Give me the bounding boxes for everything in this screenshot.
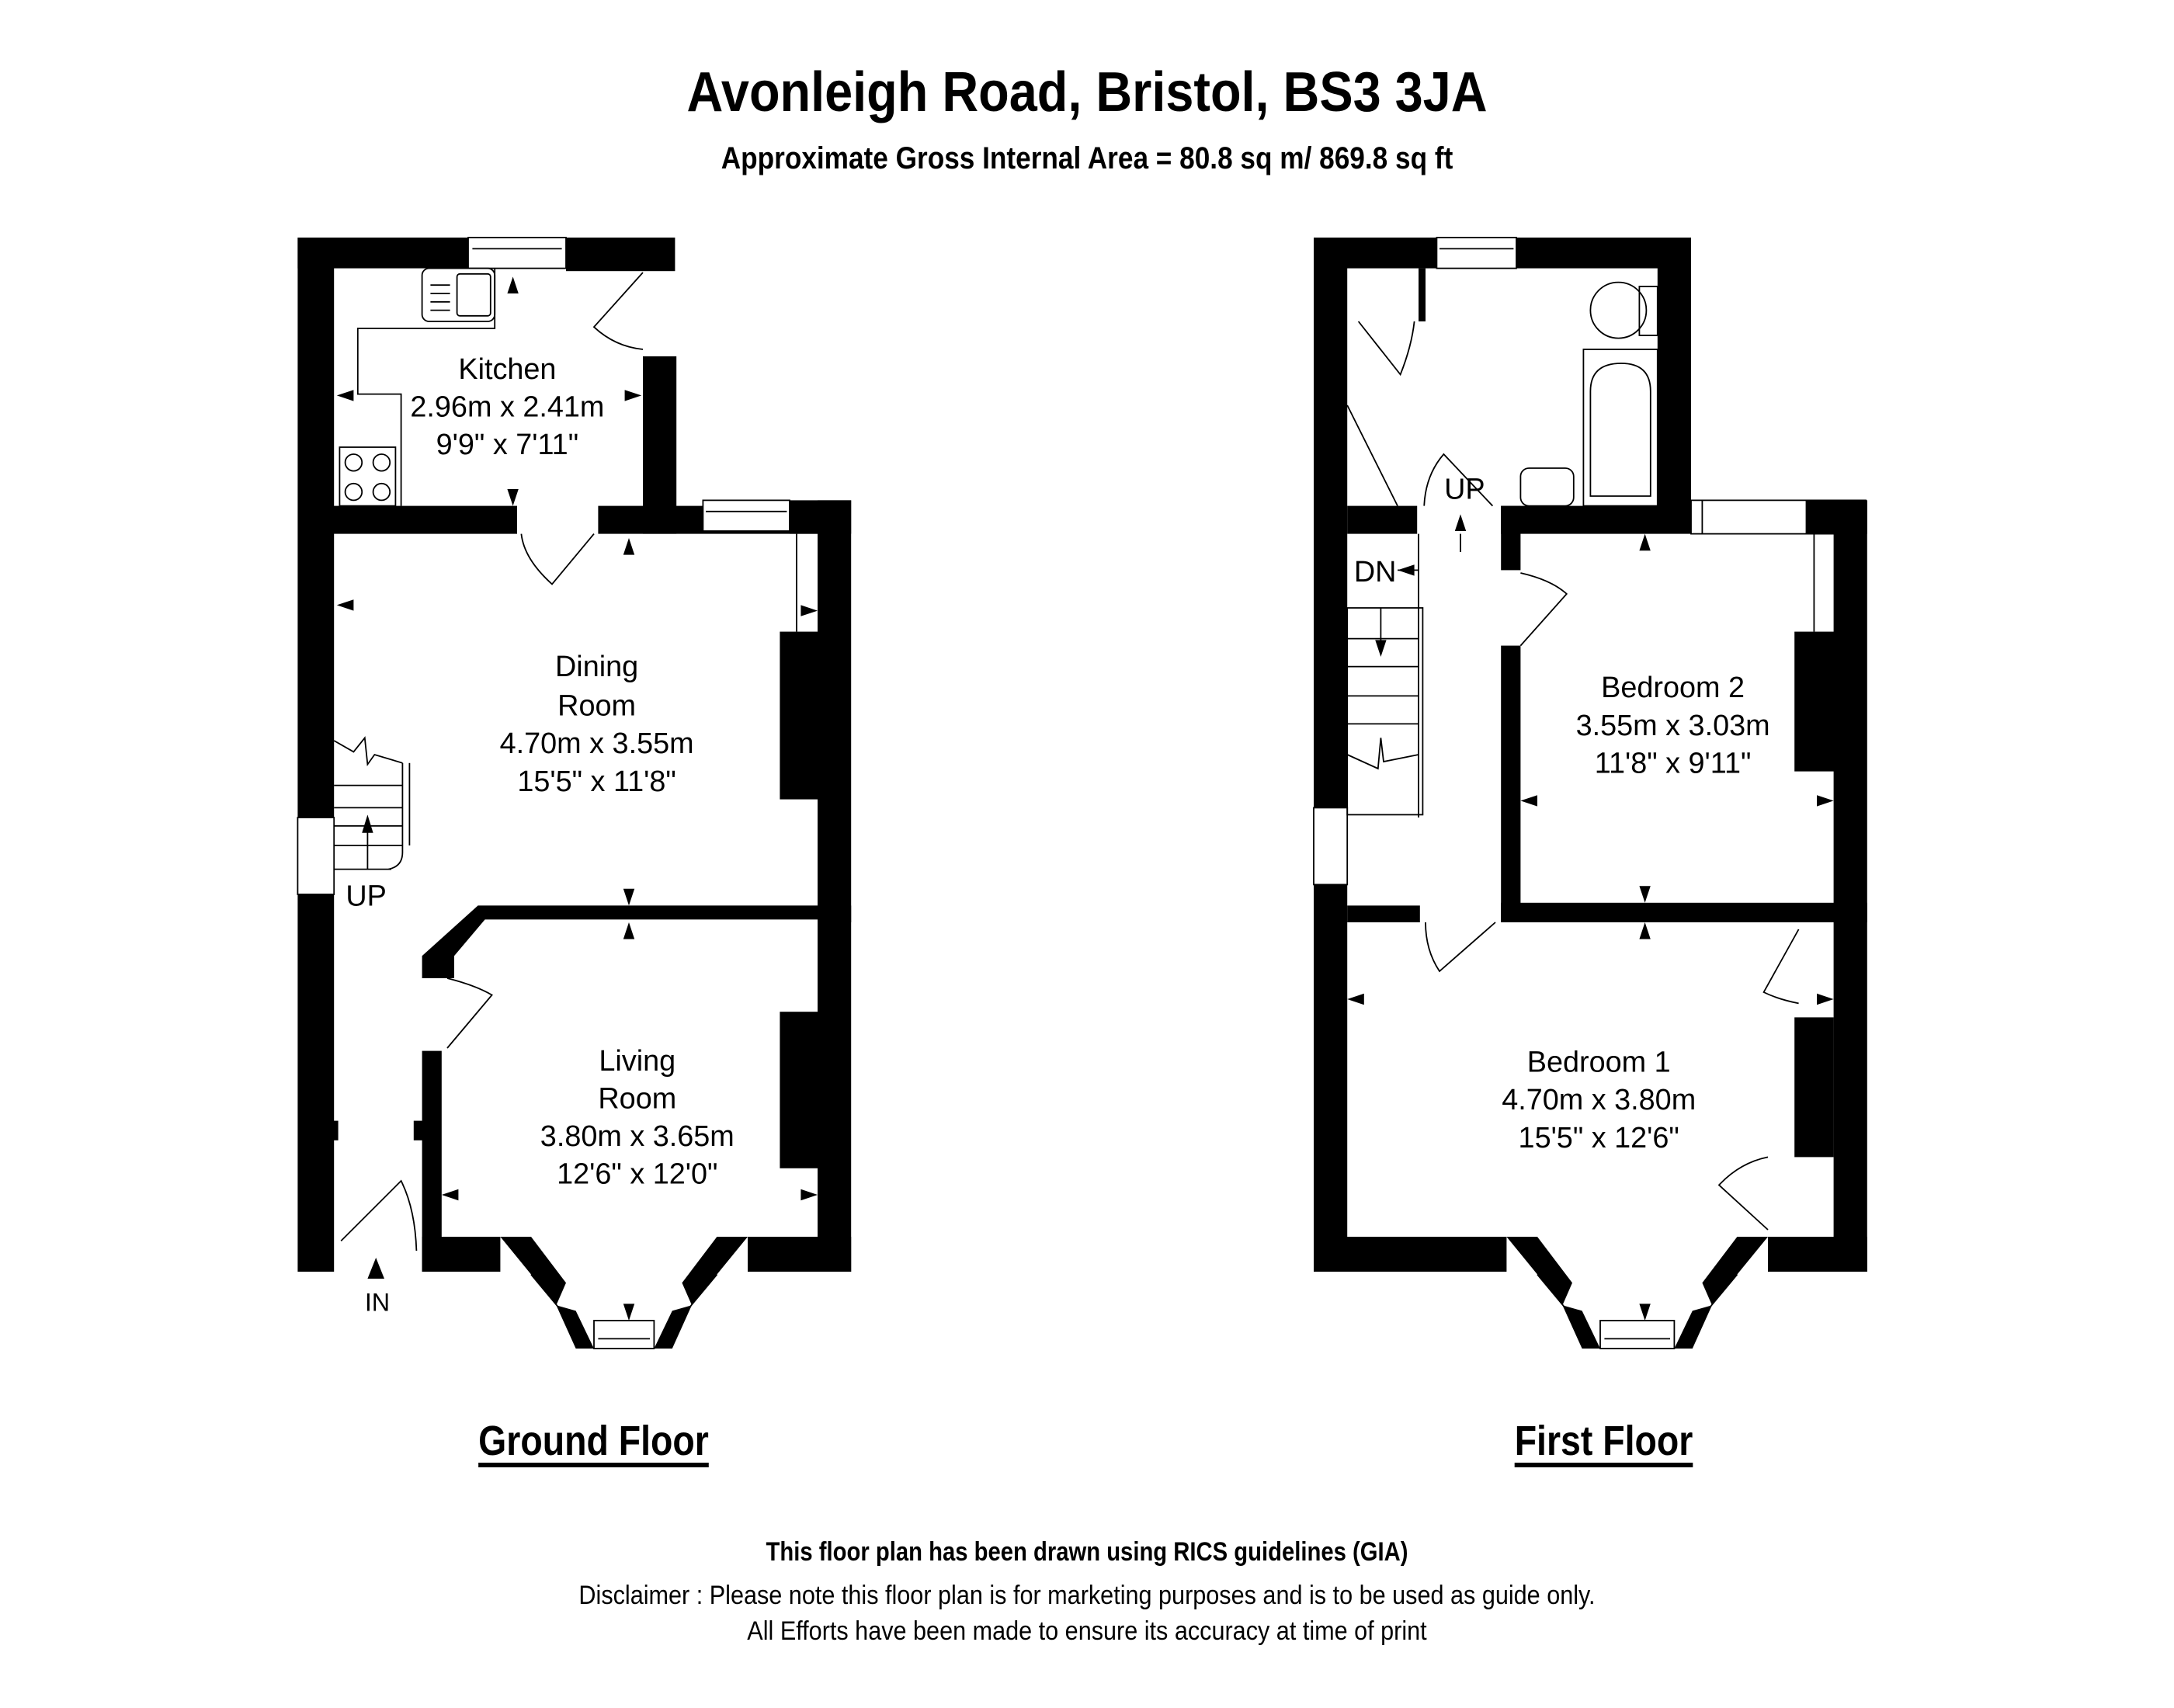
bedroom1-name: Bedroom 1 [1527,1047,1671,1079]
first-stairs-down-label: DN [1354,556,1397,588]
bedroom1-imperial: 15'5" x 12'6" [1519,1122,1679,1154]
disclaimer-line-1: Disclaimer : Please note this floor plan… [578,1581,1596,1610]
bedroom1-metric: 4.70m x 3.80m [1502,1084,1696,1116]
dining-imperial: 15'5" x 11'8" [517,765,676,798]
first-floor-plan [1313,237,1867,1349]
first-stairs-up-label: UP [1444,474,1485,506]
first-floor-label: First Floor [1514,1418,1693,1464]
ground-floor-plan [297,237,852,1349]
dining-name-line1: Dining [555,651,638,683]
disclaimer-line-2: All Efforts have been made to ensure its… [747,1616,1427,1646]
living-metric: 3.80m x 3.65m [540,1120,735,1153]
bedroom2-metric: 3.55m x 3.03m [1576,710,1770,742]
dining-metric: 4.70m x 3.55m [500,727,694,760]
living-name-line2: Room [598,1082,676,1115]
kitchen-imperial: 9'9" x 7'11" [436,429,578,461]
ground-floor-label: Ground Floor [478,1418,709,1464]
rics-note: This floor plan has been drawn using RIC… [766,1537,1408,1567]
property-title: Avonleigh Road, Bristol, BS3 3JA [686,61,1488,123]
living-name-line1: Living [599,1045,675,1078]
kitchen-metric: 2.96m x 2.41m [410,391,604,423]
dining-name-line2: Room [557,690,636,723]
bedroom2-name: Bedroom 2 [1601,672,1745,704]
gross-internal-area: Approximate Gross Internal Area = 80.8 s… [721,141,1453,175]
entrance-label: IN [365,1288,390,1316]
dimension-arrows-ground [336,276,818,1321]
dimension-arrows-first [1347,533,1834,1321]
kitchen-name: Kitchen [458,353,556,386]
ground-stairs-up-label: UP [346,880,387,912]
bedroom2-imperial: 11'8" x 9'11" [1595,747,1752,779]
living-imperial: 12'6" x 12'0" [557,1158,717,1191]
